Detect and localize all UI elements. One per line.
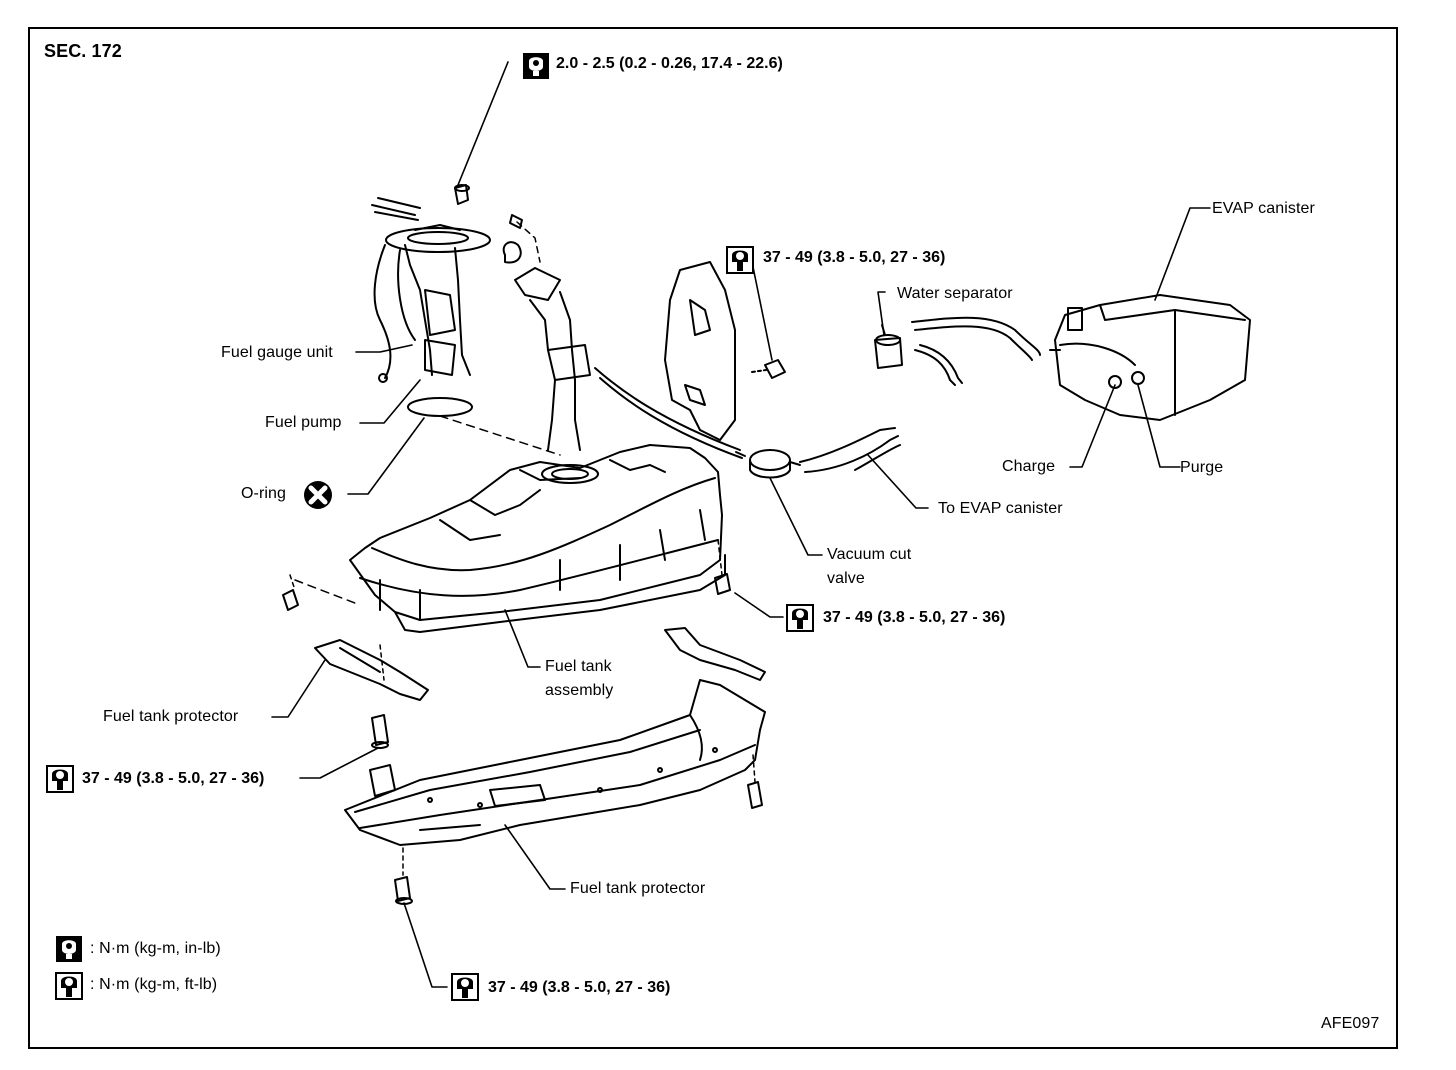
label-to-evap-canister: To EVAP canister — [938, 500, 1063, 517]
protector-bolt-bottom-drawing — [394, 847, 413, 905]
torque-wrench-outline-icon — [786, 604, 814, 632]
bracket-drawing — [664, 261, 736, 441]
label-vacuum-cut-valve-line2: valve — [827, 570, 865, 587]
label-fuel-gauge-unit: Fuel gauge unit — [221, 344, 333, 361]
filler-tube-drawing — [502, 221, 743, 459]
fuel-tank-drawing — [349, 444, 726, 633]
fuel-gauge-unit-drawing — [371, 197, 491, 383]
legend-ft-lb-text: : N·m (kg-m, ft-lb) — [90, 976, 218, 993]
torque-wrench-outline-icon — [451, 973, 479, 1001]
label-fuel-tank-assembly-line1: Fuel tank — [545, 658, 612, 675]
torque-value: 37 - 49 (3.8 - 5.0, 27 - 36) — [763, 249, 946, 266]
torque-wrench-filled-icon — [523, 53, 549, 79]
torque-wrench-outline-icon — [46, 765, 74, 793]
protector-bolt-left-drawing — [371, 714, 389, 749]
bracket-bolt-drawing — [751, 359, 786, 379]
water-separator-drawing — [874, 316, 1041, 386]
fuel-tank-protector-lower-drawing — [344, 627, 766, 846]
section-label: SEC. 172 — [44, 41, 122, 61]
label-vacuum-cut-valve-line1: Vacuum cut — [827, 546, 912, 563]
leader-lines — [271, 61, 1211, 988]
torque-wrench-outline-icon — [55, 972, 83, 1000]
do-not-reuse-x-icon — [304, 481, 332, 509]
label-evap-canister: EVAP canister — [1212, 200, 1315, 217]
o-ring-drawing — [407, 397, 473, 417]
legend-in-lb-text: : N·m (kg-m, in-lb) — [90, 940, 221, 957]
tank-bolt-left-drawing — [282, 574, 361, 611]
label-fuel-tank-assembly-line2: assembly — [545, 682, 614, 699]
label-o-ring: O-ring — [241, 485, 287, 502]
evap-canister-drawing — [1049, 294, 1251, 421]
label-fuel-pump: Fuel pump — [265, 414, 342, 431]
fuel-tank-protector-upper-drawing — [314, 639, 429, 701]
diagram-frame — [28, 27, 1398, 1049]
label-purge: Purge — [1180, 459, 1224, 476]
vacuum-cut-valve-drawing — [735, 449, 801, 479]
torque-value: 37 - 49 (3.8 - 5.0, 27 - 36) — [488, 979, 671, 996]
torque-value: 37 - 49 (3.8 - 5.0, 27 - 36) — [82, 770, 265, 787]
gauge-screw-drawing — [454, 184, 470, 205]
label-charge: Charge — [1002, 458, 1056, 475]
filler-screw-drawing — [509, 214, 523, 229]
label-fuel-tank-protector-lower: Fuel tank protector — [570, 880, 706, 897]
figure-code: AFE097 — [1321, 1015, 1380, 1032]
tank-bolt-right-drawing — [714, 539, 731, 595]
torque-value: 2.0 - 2.5 (0.2 - 0.26, 17.4 - 22.6) — [556, 55, 783, 72]
torque-wrench-filled-icon — [56, 936, 82, 962]
label-water-separator: Water separator — [897, 285, 1013, 302]
label-fuel-tank-protector-upper: Fuel tank protector — [103, 708, 239, 725]
torque-wrench-outline-icon — [726, 246, 754, 274]
torque-value: 37 - 49 (3.8 - 5.0, 27 - 36) — [823, 609, 1006, 626]
protector-bolt-right-drawing — [747, 754, 763, 809]
